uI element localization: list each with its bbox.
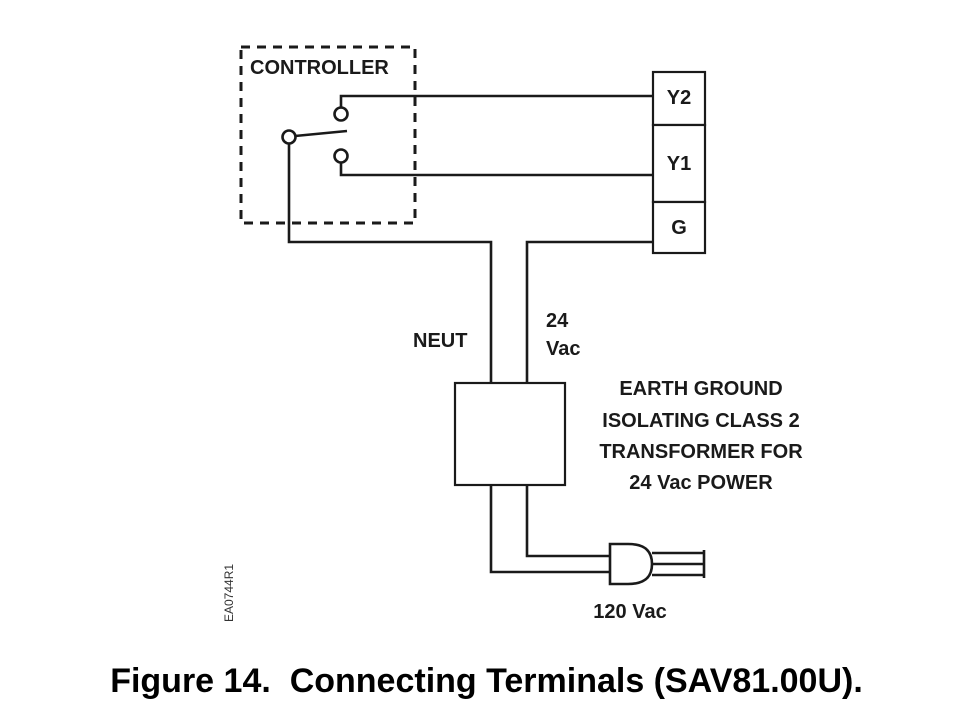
transformer-note-line4: 24 Vac POWER <box>629 472 773 494</box>
neut-label: NEUT <box>413 330 467 352</box>
relay-switch <box>281 106 349 164</box>
terminal-block <box>651 70 707 255</box>
transformer-note-line2: ISOLATING CLASS 2 <box>602 410 799 432</box>
transformer-note-line1: EARTH GROUND <box>619 378 782 400</box>
plug-icon <box>608 542 706 586</box>
supply-label-line1: 24 <box>546 310 569 332</box>
wiring-diagram: CONTROLLER Y2 Y1 G NEUT 24 Vac EARTH GRO… <box>222 45 803 623</box>
transformer-box <box>453 381 567 487</box>
controller-label: CONTROLLER <box>250 57 389 79</box>
terminal-y2: Y2 <box>667 87 691 109</box>
figure-caption: Figure 14. Connecting Terminals (SAV81.0… <box>110 662 863 700</box>
mains-label: 120 Vac <box>593 601 666 623</box>
wiring <box>287 94 653 574</box>
terminal-y1: Y1 <box>667 153 691 175</box>
supply-label-line2: Vac <box>546 338 580 360</box>
transformer-note-line3: TRANSFORMER FOR <box>599 441 803 463</box>
terminal-g: G <box>671 217 687 239</box>
controller-boundary <box>239 45 417 225</box>
drawing-id: EA0744R1 <box>222 564 236 622</box>
